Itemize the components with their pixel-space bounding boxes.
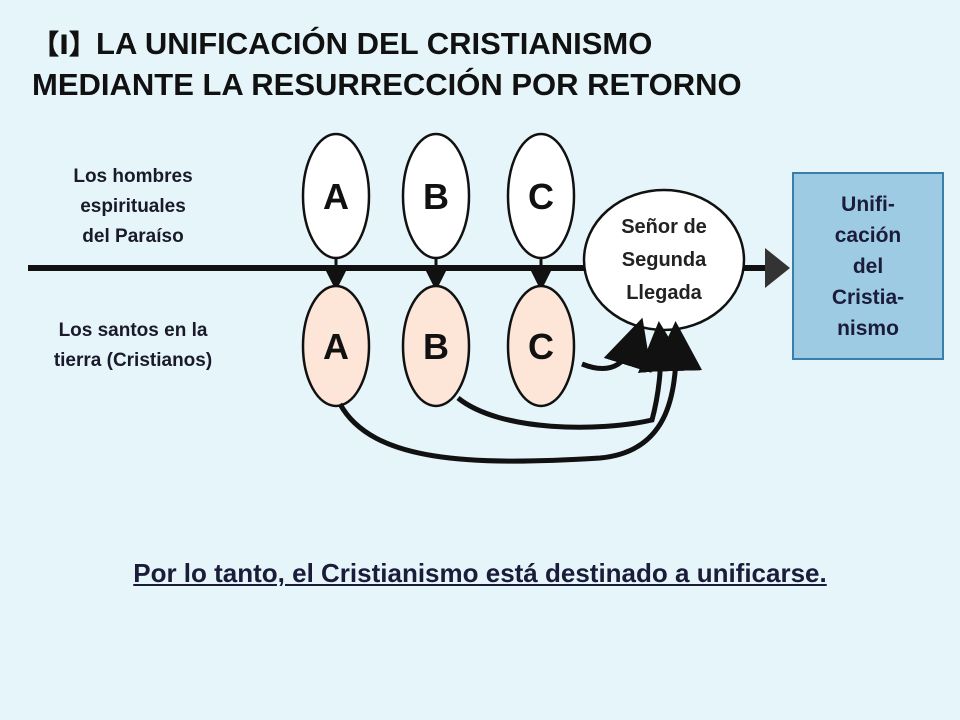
spiritual-men-label: Los hombres espirituales del Paraíso	[18, 162, 248, 252]
unification-line: cación	[834, 223, 902, 247]
title-line-2: MEDIANTE LA RESURRECCIÓN POR RETORNO	[32, 67, 742, 102]
lord-line: Llegada	[626, 282, 702, 304]
upper-node-b-letter: B	[423, 176, 449, 217]
unification-line: del	[852, 254, 884, 278]
upper-node-c: C	[506, 132, 576, 260]
spiritual-men-line: espirituales	[80, 196, 186, 217]
spiritual-men-line: del Paraíso	[82, 226, 184, 247]
curve-arrow-c	[581, 317, 652, 373]
lower-node-c: C	[506, 284, 576, 408]
upper-node-a-letter: A	[323, 176, 349, 217]
lower-node-c-letter: C	[528, 326, 554, 367]
lower-node-b-letter: B	[423, 326, 449, 367]
unification-line: Unifi-	[841, 192, 895, 216]
lord-node: Señor de Segunda Llegada	[582, 188, 746, 332]
upper-node-c-letter: C	[528, 176, 554, 217]
page-title: 【Ⅰ】LA UNIFICACIÓN DEL CRISTIANISMO MEDIA…	[32, 24, 932, 104]
upper-node-a: A	[301, 132, 371, 260]
lower-node-a-letter: A	[323, 326, 349, 367]
conclusion-text: Por lo tanto, el Cristianismo está desti…	[133, 558, 827, 588]
lord-line: Segunda	[622, 249, 707, 271]
unification-arrow	[765, 248, 790, 288]
unification-line: nismo	[837, 316, 899, 340]
curve-arrow-a	[337, 321, 703, 464]
upper-node-b: B	[401, 132, 471, 260]
saints-line: Los santos en la	[58, 320, 208, 341]
lord-line: Señor de	[621, 216, 707, 238]
title-line-1: 【Ⅰ】LA UNIFICACIÓN DEL CRISTIANISMO	[32, 24, 932, 65]
lower-node-b: B	[401, 284, 471, 408]
lower-node-a: A	[301, 284, 371, 408]
saints-label: Los santos en la tierra (Cristianos)	[8, 316, 258, 376]
unification-line: Cristia-	[831, 285, 905, 309]
spiritual-men-line: Los hombres	[73, 166, 193, 187]
saints-line: tierra (Cristianos)	[53, 350, 213, 371]
unification-box: Unifi- cación del Cristia- nismo	[792, 172, 944, 360]
title-text-1: LA UNIFICACIÓN DEL CRISTIANISMO	[96, 26, 653, 61]
title-mark: 【Ⅰ】	[32, 30, 97, 61]
